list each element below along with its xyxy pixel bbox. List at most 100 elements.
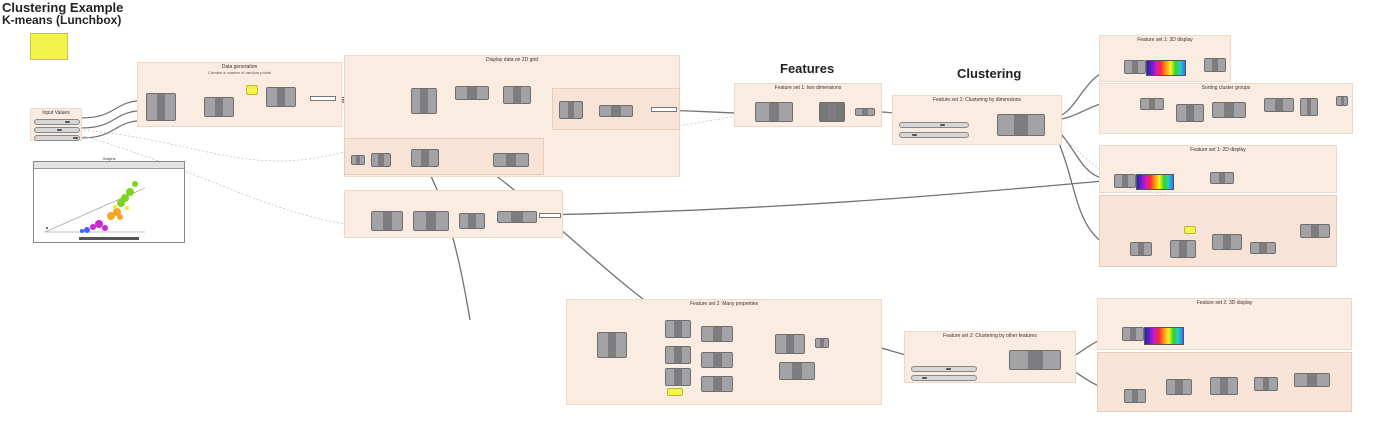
number-slider[interactable] xyxy=(34,127,80,133)
group-label: Feature set 2: Many properties xyxy=(689,301,759,307)
output-panel[interactable] xyxy=(539,213,561,218)
group-input-values[interactable]: Input Values xyxy=(30,108,82,141)
group-feature-set-2[interactable]: Feature set 2: Many properties xyxy=(566,299,882,405)
output-panel[interactable] xyxy=(651,107,677,112)
component-node[interactable] xyxy=(1204,58,1226,72)
component-node[interactable] xyxy=(1122,327,1144,341)
component-node[interactable] xyxy=(497,211,537,223)
component-node[interactable] xyxy=(819,102,845,122)
group-clustering-2[interactable]: Feature set 2: Clustering by other featu… xyxy=(904,331,1076,383)
group-label: Feature set 1: two dimensions xyxy=(774,85,842,91)
group-feature-set-1[interactable]: Feature set 1: two dimensions xyxy=(734,83,882,127)
component-node[interactable] xyxy=(855,108,875,116)
number-slider[interactable] xyxy=(899,132,969,138)
component-node[interactable] xyxy=(665,368,691,386)
group-data-bounds[interactable] xyxy=(344,138,544,175)
component-node[interactable] xyxy=(1114,174,1136,188)
component-node[interactable] xyxy=(413,211,449,231)
component-node[interactable] xyxy=(665,320,691,338)
cluster-blue xyxy=(80,227,90,233)
group-display-1-2d[interactable]: Feature set 1: 2D display xyxy=(1099,145,1337,193)
component-node[interactable] xyxy=(779,362,815,380)
component-node[interactable] xyxy=(815,338,829,348)
page-title: Clustering Example xyxy=(2,0,124,15)
component-node[interactable] xyxy=(371,153,391,167)
component-node[interactable] xyxy=(146,93,176,121)
graph-preview-panel[interactable]: Graphs xyxy=(33,156,185,243)
component-node[interactable] xyxy=(1124,60,1146,74)
component-node[interactable] xyxy=(597,332,627,358)
yellow-note-panel[interactable] xyxy=(30,33,68,60)
output-panel[interactable] xyxy=(310,96,336,101)
component-node[interactable] xyxy=(1130,242,1152,256)
component-node[interactable] xyxy=(493,153,529,167)
group-label: Feature set 1: Clustering by dimensions xyxy=(932,97,1022,103)
component-node[interactable] xyxy=(1210,172,1234,184)
group-normalization[interactable] xyxy=(344,190,563,238)
gradient-component[interactable] xyxy=(1144,327,1184,345)
component-node[interactable] xyxy=(266,87,296,107)
group-display-1-2d-inner[interactable] xyxy=(1099,195,1337,267)
component-node[interactable] xyxy=(1300,224,1330,238)
component-node[interactable] xyxy=(701,376,733,392)
component-node[interactable] xyxy=(1300,98,1318,116)
component-node[interactable] xyxy=(1140,98,1164,110)
point-param-node[interactable] xyxy=(667,388,683,396)
component-node[interactable] xyxy=(1264,98,1294,112)
number-slider[interactable] xyxy=(34,119,80,125)
gradient-component[interactable] xyxy=(1146,60,1186,76)
group-data-generation[interactable]: Data generation Creates a number of rand… xyxy=(137,62,342,127)
component-node[interactable] xyxy=(701,326,733,342)
group-label: Sorting cluster groups xyxy=(1201,85,1251,91)
group-display-2-3d-inner[interactable] xyxy=(1097,352,1352,412)
component-node[interactable] xyxy=(503,86,531,104)
scatter-preview xyxy=(44,181,146,233)
page-subtitle: K-means (Lunchbox) xyxy=(2,13,122,27)
component-node[interactable] xyxy=(599,105,633,117)
component-node[interactable] xyxy=(1212,102,1246,118)
number-slider[interactable] xyxy=(34,135,80,141)
component-node[interactable] xyxy=(351,155,365,165)
component-node[interactable] xyxy=(665,346,691,364)
group-label: Feature set 1: 2D display xyxy=(1190,147,1246,153)
component-node[interactable] xyxy=(204,97,234,117)
number-slider[interactable] xyxy=(911,366,977,372)
point-param-node[interactable] xyxy=(246,85,258,95)
number-slider[interactable] xyxy=(899,122,969,128)
component-node[interactable] xyxy=(1254,377,1278,391)
component-node[interactable] xyxy=(1294,373,1330,387)
component-node[interactable] xyxy=(1212,234,1242,250)
group-display-data-inner[interactable] xyxy=(552,88,680,130)
kmeans-component[interactable] xyxy=(1009,350,1061,370)
point-param-node[interactable] xyxy=(1184,226,1196,234)
component-node[interactable] xyxy=(755,102,793,122)
group-label: Feature set 2: 3D display xyxy=(1196,300,1253,306)
plot-header xyxy=(34,162,184,169)
component-node[interactable] xyxy=(775,334,805,354)
group-label: Feature set 2: Clustering by other featu… xyxy=(943,333,1037,339)
clustering-heading: Clustering xyxy=(957,66,1022,81)
component-node[interactable] xyxy=(1166,379,1192,395)
component-node[interactable] xyxy=(1336,96,1348,106)
component-node[interactable] xyxy=(559,101,583,119)
component-node[interactable] xyxy=(459,213,485,229)
component-node[interactable] xyxy=(701,352,733,368)
component-node[interactable] xyxy=(1250,242,1276,254)
component-node[interactable] xyxy=(411,149,439,167)
group-display-1-3d[interactable]: Feature set 1: 3D display xyxy=(1099,35,1231,82)
component-node[interactable] xyxy=(1124,389,1146,403)
component-node[interactable] xyxy=(371,211,403,231)
component-node[interactable] xyxy=(1170,240,1196,258)
number-slider[interactable] xyxy=(911,375,977,381)
component-node[interactable] xyxy=(411,88,437,114)
component-node[interactable] xyxy=(1210,377,1238,395)
component-node[interactable] xyxy=(1176,104,1204,122)
gradient-component[interactable] xyxy=(1136,174,1174,190)
kmeans-component[interactable] xyxy=(997,114,1045,136)
group-sorting[interactable]: Sorting cluster groups xyxy=(1099,83,1353,134)
component-node[interactable] xyxy=(455,86,489,100)
group-clustering-1[interactable]: Feature set 1: Clustering by dimensions xyxy=(892,95,1062,145)
cluster-green xyxy=(117,181,138,207)
group-display-2-3d[interactable]: Feature set 2: 3D display xyxy=(1097,298,1352,350)
